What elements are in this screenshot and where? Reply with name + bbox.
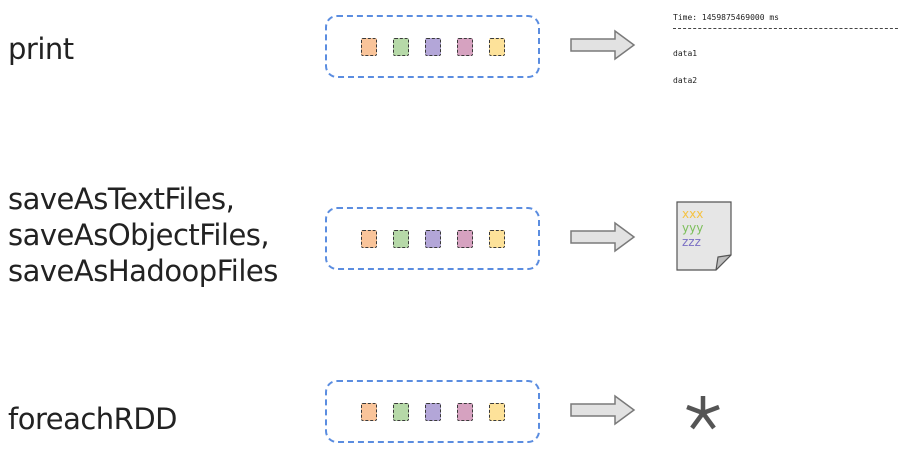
- console-time-line: Time: 1459875469000 ms: [673, 13, 779, 22]
- rdd-block-2: [393, 403, 409, 421]
- print-label: print: [8, 31, 74, 67]
- right-arrow-icon: [570, 29, 636, 61]
- rdd-block-3: [425, 230, 441, 248]
- rdd-block-5: [489, 38, 505, 56]
- rdd-block-4: [457, 230, 473, 248]
- rdd-block-5: [489, 230, 505, 248]
- console-output: Time: 1459875469000 ms data1 data2: [673, 12, 900, 87]
- asterisk-icon: [686, 396, 720, 430]
- rdd-block-3: [425, 38, 441, 56]
- save-label-line-1: saveAsTextFiles,: [8, 182, 235, 216]
- file-line-yyy: yyy: [682, 221, 704, 235]
- dstream-print: [325, 15, 540, 78]
- save-label: saveAsTextFiles, saveAsObjectFiles, save…: [8, 181, 278, 289]
- console-separator: [673, 28, 900, 29]
- save-label-line-2: saveAsObjectFiles,: [8, 218, 270, 252]
- rdd-block-2: [393, 230, 409, 248]
- save-label-line-3: saveAsHadoopFiles: [8, 254, 278, 288]
- file-contents: xxx yyy zzz: [682, 207, 703, 249]
- foreachrdd-label: foreachRDD: [8, 401, 178, 437]
- rdd-block-3: [425, 403, 441, 421]
- rdd-block-4: [457, 38, 473, 56]
- dstream-save: [325, 207, 540, 270]
- right-arrow-icon: [570, 221, 636, 253]
- document-icon: [676, 201, 732, 271]
- rdd-block-1: [361, 38, 377, 56]
- print-label-text: print: [8, 32, 74, 66]
- rdd-block-4: [457, 403, 473, 421]
- file-line-xxx: xxx: [682, 207, 704, 221]
- rdd-block-1: [361, 230, 377, 248]
- foreachrdd-label-text: foreachRDD: [8, 402, 178, 436]
- rdd-block-5: [489, 403, 505, 421]
- console-data1: data1: [673, 49, 698, 58]
- dstream-foreachrdd: [325, 380, 540, 443]
- file-line-zzz: zzz: [682, 235, 701, 249]
- console-data2: data2: [673, 76, 698, 85]
- rdd-block-1: [361, 403, 377, 421]
- right-arrow-icon: [570, 394, 636, 426]
- rdd-block-2: [393, 38, 409, 56]
